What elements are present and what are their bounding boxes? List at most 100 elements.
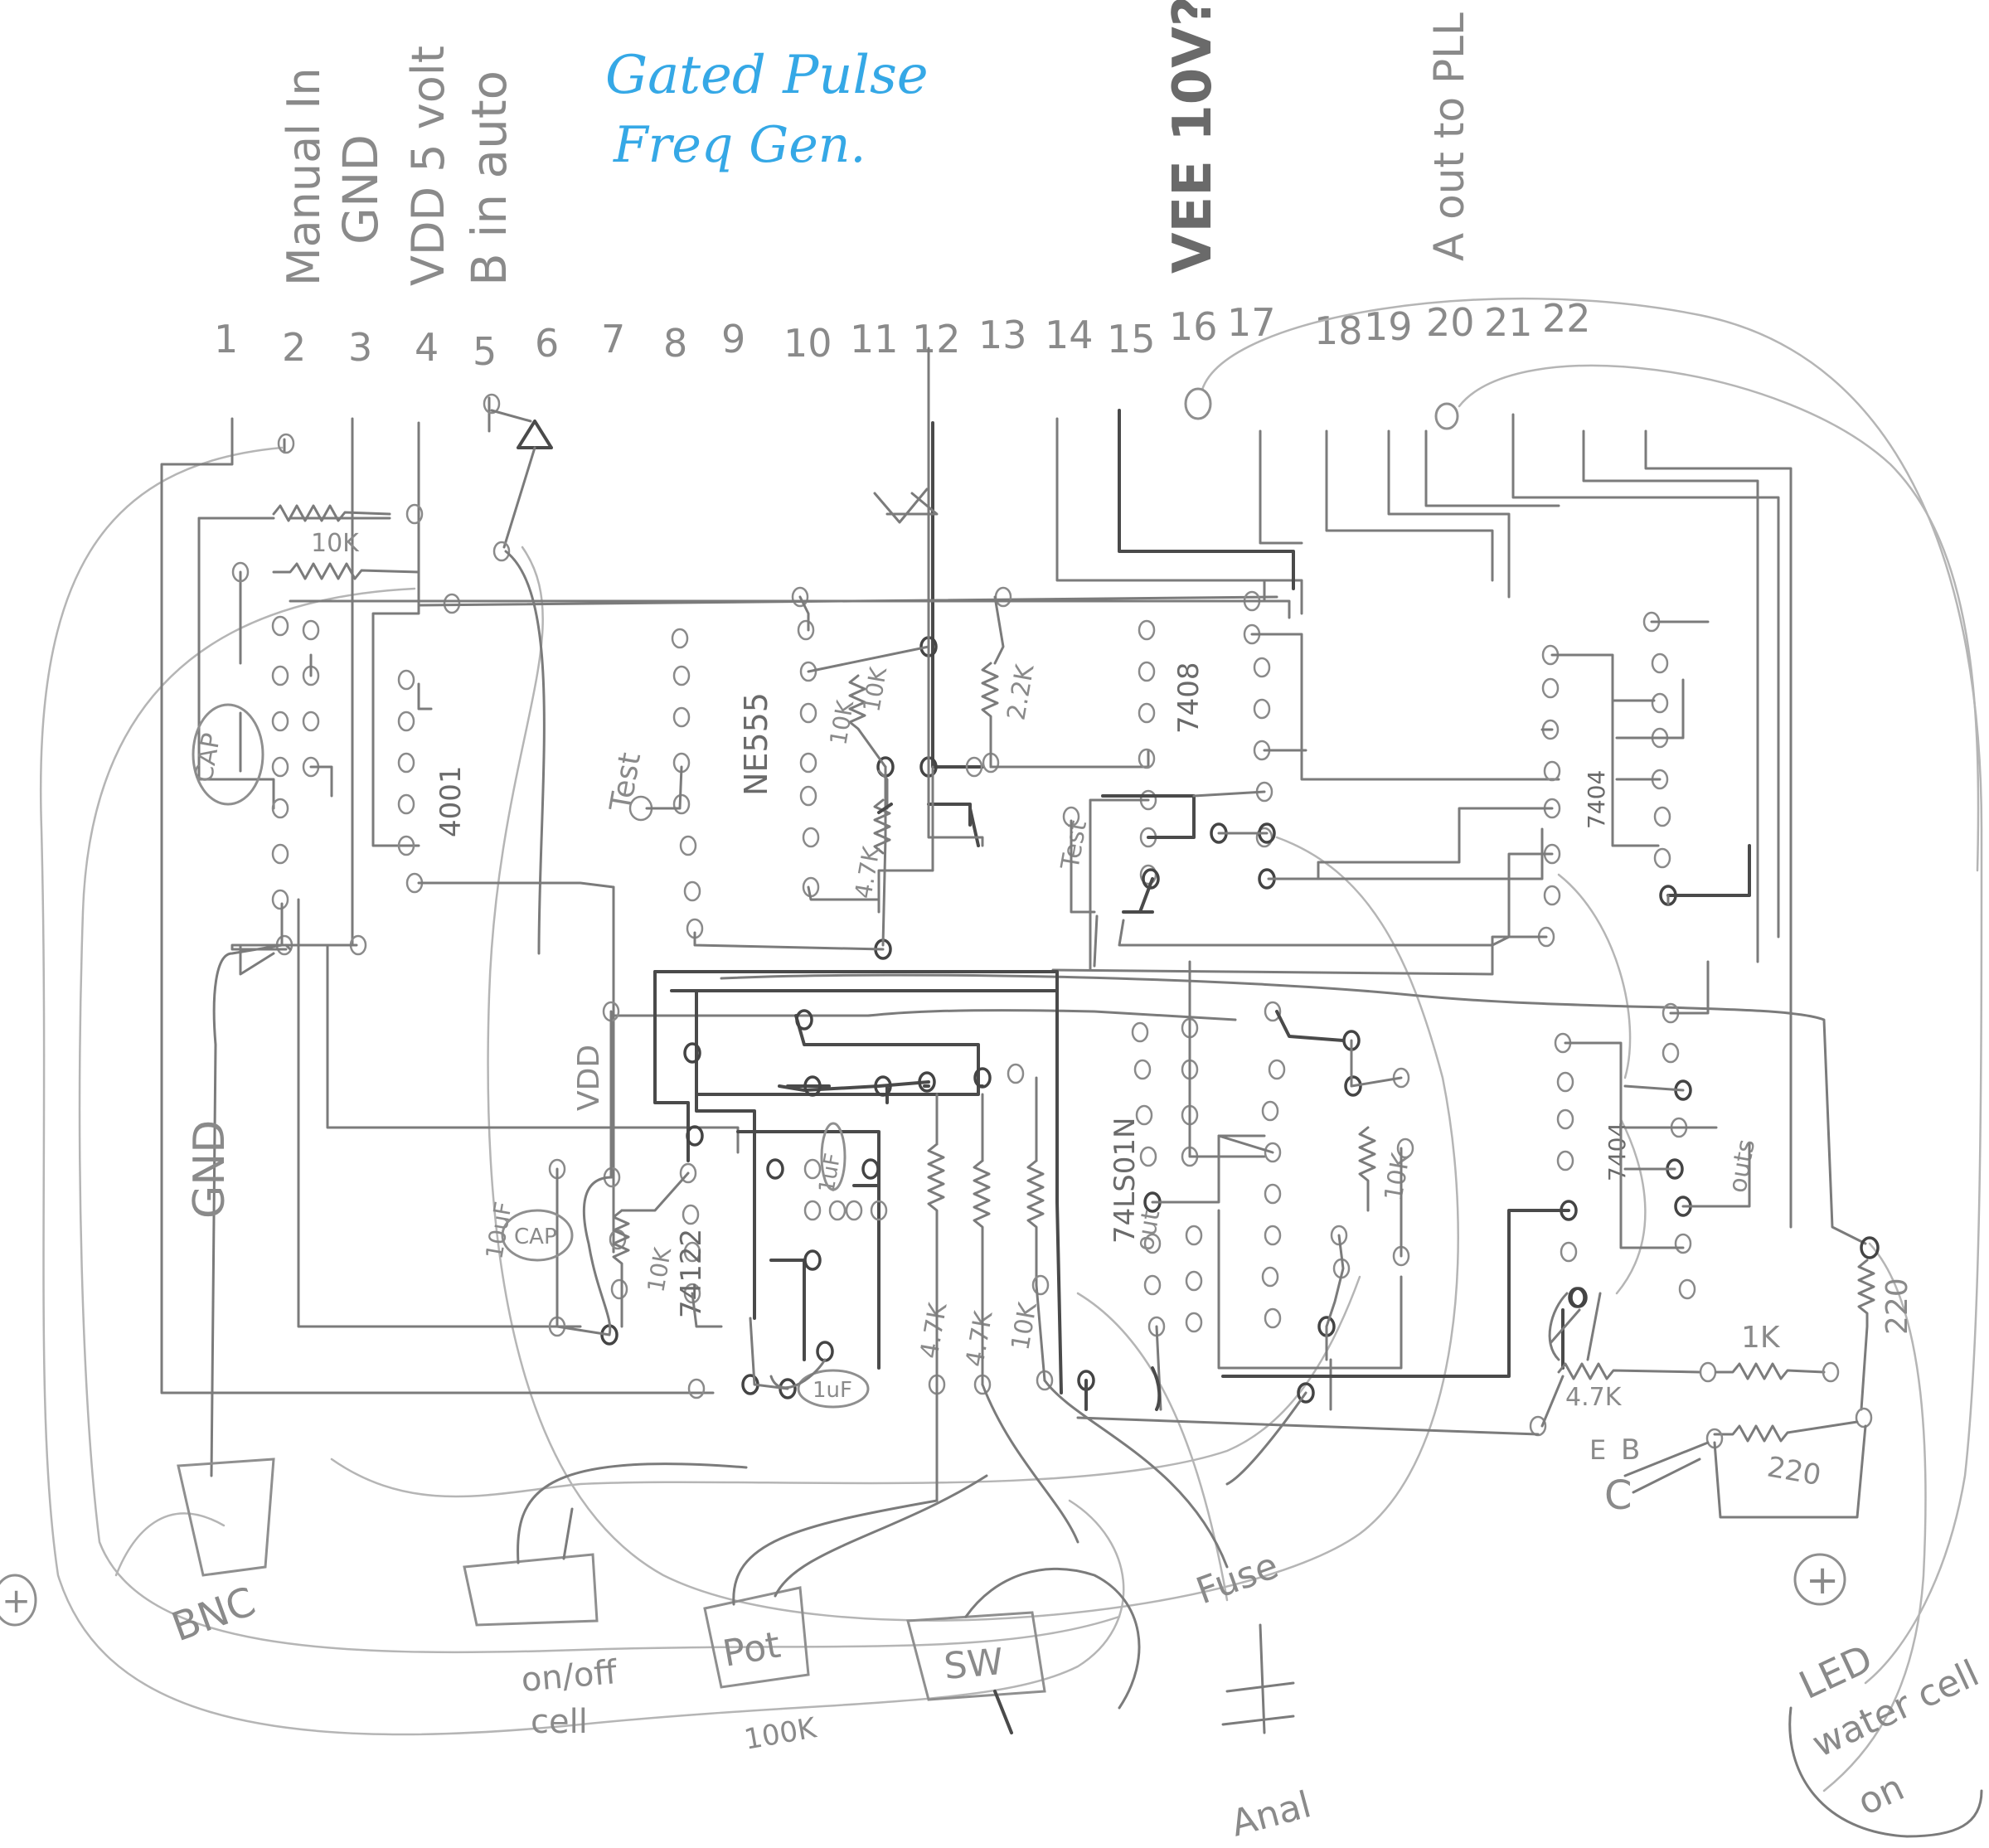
bottom-label: Anal [1227, 1783, 1316, 1845]
outer-loop-wires [40, 297, 1983, 1792]
chip-ne555-label: NE555 [738, 692, 774, 796]
r-10k-555-label: 10K [857, 665, 892, 715]
left-zone: 10K CAP [189, 433, 1278, 1254]
transistor-led-network: 4.7K 1K 220 220 E B C [1076, 1236, 1914, 1519]
top-terminals [1184, 387, 1459, 430]
diode-section [483, 393, 553, 955]
label-manual-in: Manual In [278, 67, 330, 286]
pin-number: 3 [348, 325, 372, 370]
pin-number: 12 [912, 317, 961, 361]
label-a-out-to-pll: A out to PLL [1425, 12, 1473, 261]
plus-left-circle [0, 1574, 37, 1627]
chip-pins-7408 [1062, 590, 1276, 890]
pin-number: 5 [473, 329, 497, 374]
fuse-label: Fuse [1191, 1545, 1283, 1613]
u74ls-region: 74LS01N out [1109, 960, 1266, 1411]
cap-1uf-a-oval [820, 1122, 847, 1191]
bnc-connector [177, 1458, 275, 1577]
plus-left-label: + [2, 1580, 31, 1621]
label-b-in-auto: B in auto [461, 70, 517, 286]
r-22k-label: 2.2K [1002, 662, 1040, 723]
led-label: LED [1793, 1636, 1880, 1708]
chip-7408-label: 7408 [1172, 662, 1206, 734]
chip-pins-74ls [1131, 1017, 1203, 1337]
pin-number: 18 [1314, 308, 1363, 353]
diode-icon [517, 420, 553, 449]
r-47k-right-label: 4.7K [1565, 1383, 1623, 1412]
pot [703, 1586, 810, 1689]
cap-oval-top [192, 703, 264, 806]
chip-74ls-label: 74LS01N [1109, 1118, 1142, 1244]
out-label-b: outs [1723, 1137, 1761, 1196]
label-gnd: GND [332, 134, 389, 245]
left-lower-wires: GND [185, 898, 740, 1477]
r-10k-top-label: 10K [311, 529, 360, 558]
cap-oval-1uf-b [797, 1369, 870, 1409]
out-label-a: out [1130, 1208, 1166, 1254]
vee-terminal [1184, 387, 1212, 420]
header-wires [160, 396, 1793, 1394]
panel-components: BNC on/off cell Pot 100K SW Fuse Anal + … [0, 1458, 1986, 1846]
ne555-region: NE555 Test 4.7K 10K 10K 2.2K [604, 347, 1150, 960]
pin-number: 6 [535, 321, 559, 366]
chip-pins-midright [1261, 1001, 1414, 1404]
chip-4001-label: 4001 [434, 765, 468, 837]
pin-number: 11 [850, 317, 899, 361]
cap-10uf-oval-label: CAP [514, 1225, 557, 1249]
pin-number: 14 [1045, 313, 1094, 357]
pot-label: Pot [720, 1624, 783, 1676]
sw-label: SW [943, 1641, 1006, 1688]
pin-number-row: 1 2 3 4 5 6 7 8 9 10 11 12 13 14 15 16 1… [214, 296, 1591, 374]
pin-number: 4 [415, 325, 439, 370]
pin-number: 20 [1426, 300, 1475, 345]
onoff-cell-label: cell [531, 1703, 588, 1741]
pin-number: 22 [1542, 296, 1591, 341]
pin-number: 8 [663, 321, 687, 366]
test-label-1: Test [604, 750, 648, 815]
title-line-2: Freq Gen. [613, 116, 866, 174]
u7404b-region: 7404 outs [1221, 960, 1761, 1378]
pin-number: 13 [978, 313, 1027, 357]
sw-switch [906, 1611, 1046, 1701]
bnc-label: BNC [166, 1579, 261, 1652]
r-1k-label: 1K [1741, 1321, 1781, 1355]
r-47k-a-label: 4.7K [914, 1300, 953, 1361]
onoff-switch [463, 1553, 599, 1627]
pot-value-label: 100K [742, 1711, 820, 1757]
pin-number: 1 [214, 317, 238, 361]
pin-number: 2 [282, 325, 306, 370]
test-label-2: Test [1055, 818, 1093, 872]
r-10k-122-label: 10K [642, 1245, 677, 1295]
emitter-label: E [1589, 1434, 1606, 1466]
pin-number: 16 [1169, 304, 1218, 349]
label-vee-10v: VEE 10V? [1162, 0, 1224, 274]
plus-right-label: + [1806, 1557, 1839, 1603]
cap-oval-10uf [501, 1209, 574, 1262]
chip-7404a-label: 7404 [1583, 770, 1610, 829]
mid-right-chip: 10K [1217, 1001, 1416, 1486]
pin-number: 7 [601, 317, 625, 361]
label-vdd-5-volt: VDD 5 volt [402, 46, 454, 286]
onoff-label: on/off [520, 1653, 619, 1700]
collector-label: C [1604, 1472, 1632, 1519]
r-10k-555-label-a: 10K [824, 698, 859, 748]
r-10k-right-label: 10K [1379, 1150, 1416, 1203]
chip-7404b-label: 7404 [1603, 1123, 1631, 1181]
led-on-label: on [1851, 1767, 1910, 1824]
pin-number: 15 [1107, 317, 1156, 361]
gnd-side-label: GND [185, 1120, 235, 1219]
middle-wires [289, 599, 1867, 1254]
title-line-1: Gated Pulse [605, 45, 929, 106]
r-220-a-label: 220 [1880, 1278, 1914, 1335]
vdd-side-label: VDD [572, 1045, 606, 1111]
plus-right-circle [1793, 1553, 1846, 1606]
chip-74122-label: 74122 [675, 1229, 708, 1318]
pin-number: 21 [1484, 300, 1533, 345]
u7404a-region: 7404 [1051, 611, 1751, 976]
cap-1uf-b-label: 1uF [813, 1378, 852, 1403]
pin-number: 10 [783, 321, 832, 366]
pin-number: 9 [721, 317, 745, 361]
pin-number: 19 [1364, 304, 1413, 349]
